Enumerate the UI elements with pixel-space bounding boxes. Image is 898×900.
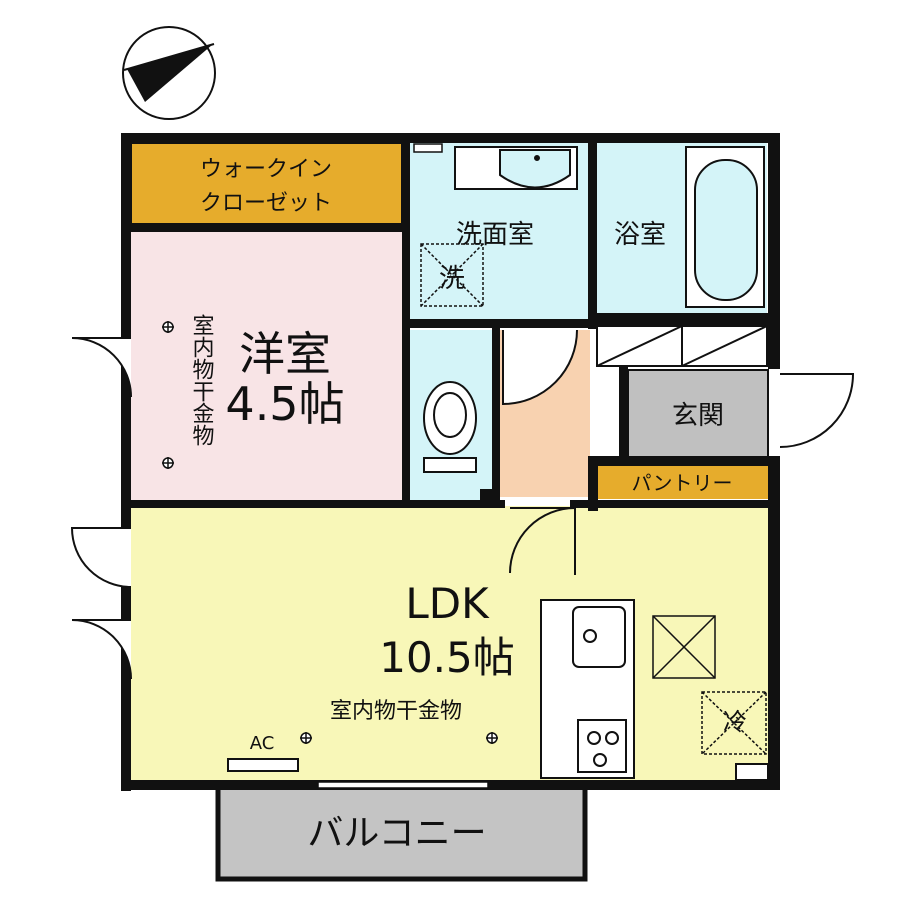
western-room-drying-label: 室内物干金物 <box>189 314 215 446</box>
ldk-area <box>131 506 768 780</box>
bathtub <box>685 146 765 308</box>
drying-hook-icon <box>486 732 498 744</box>
walk-in-closet-label-line2: クローゼット <box>200 191 332 216</box>
ac-label: AC <box>250 733 275 754</box>
meter-box <box>735 763 769 781</box>
balcony-area <box>215 782 588 882</box>
kitchen-counter <box>540 599 635 779</box>
drying-hook-icon <box>300 732 312 744</box>
windows <box>317 143 489 789</box>
walk-in-closet-area <box>130 142 403 225</box>
refrigerator-space <box>652 615 767 755</box>
sliding-doors <box>224 225 402 507</box>
balcony-name: バルコニー <box>307 813 486 854</box>
shoe-storage-lines <box>596 325 768 367</box>
pantry-area <box>598 466 768 499</box>
ldk-name: LDK <box>405 579 490 628</box>
bathroom-name: 浴室 <box>614 220 666 250</box>
washer-space <box>420 243 484 307</box>
north-arrow-icon <box>122 26 216 120</box>
ldk-size: 10.5帖 <box>379 633 515 682</box>
western-room-area <box>131 232 405 501</box>
washer-mark: 洗 <box>439 264 465 294</box>
toilet <box>423 381 477 473</box>
doors <box>70 329 855 680</box>
washroom-name: 洗面室 <box>456 220 534 250</box>
air-conditioner <box>227 758 299 772</box>
pantry-name: パントリー <box>632 471 733 495</box>
entrance-area <box>627 369 769 458</box>
drying-hook-icon <box>162 457 174 469</box>
entrance-name: 玄関 <box>672 401 724 431</box>
drying-hooks <box>162 321 498 744</box>
drying-hook-icon <box>162 321 174 333</box>
western-room-name: 洋室 <box>239 327 331 381</box>
western-room-size: 4.5帖 <box>225 377 344 431</box>
wash-basin <box>454 146 578 190</box>
ldk-drying-label: 室内物干金物 <box>330 699 462 724</box>
walk-in-closet-label-line1: ウォークイン <box>200 157 332 182</box>
fridge-mark: 冷 <box>723 708 747 736</box>
